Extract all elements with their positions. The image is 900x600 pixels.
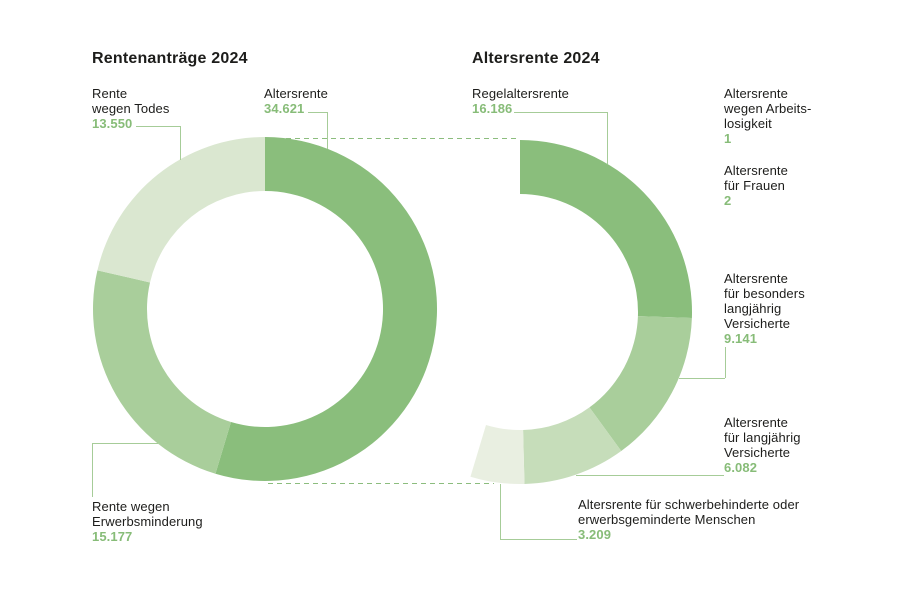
label-text: Rente wegen Erwerbsminderung — [92, 499, 203, 529]
donut-chart-altersrente — [470, 140, 693, 484]
connector-erwerbsminderung-h — [92, 443, 158, 444]
connector-regelaltersrente-v — [607, 112, 608, 164]
label-text: Rente wegen Todes — [92, 86, 170, 116]
label-altersrente-frauen: Altersrente für Frauen 2 — [724, 163, 788, 208]
left-chart-title: Rentenanträge 2024 — [92, 50, 248, 67]
label-altersrente-arbeitslosigkeit: Altersrente wegen Arbeits- losigkeit 1 — [724, 86, 811, 146]
label-value: 16.186 — [472, 101, 513, 116]
donut-segment-erwerbsminderung — [93, 270, 231, 474]
label-text: Altersrente für besonders langjährig Ver… — [724, 271, 805, 331]
label-altersrente: Altersrente 34.621 — [264, 86, 328, 116]
label-value: 15.177 — [92, 529, 133, 544]
label-value: 3.209 — [578, 527, 612, 542]
label-value: 13.550 — [92, 116, 133, 131]
connector-regelaltersrente-h — [514, 112, 607, 113]
connector-besonders-h — [679, 378, 725, 379]
donut-segment-todes — [97, 137, 265, 283]
label-besonders-langjaehrig-versicherte: Altersrente für besonders langjährig Ver… — [724, 271, 805, 346]
donut-segment-langjaehrig — [523, 407, 622, 484]
dashed-guide-line-bottom — [268, 483, 494, 484]
right-chart-title: Altersrente 2024 — [472, 50, 600, 67]
connector-altersrente-v — [327, 112, 328, 149]
donut-segment-schwerbehinderte — [470, 424, 525, 484]
connector-langjaehrig-h — [576, 475, 724, 476]
donut-segment-besonders-langjaehrig — [589, 316, 692, 452]
connector-todes-v — [180, 126, 181, 160]
label-text: Altersrente für schwerbehinderte oder er… — [578, 497, 800, 527]
label-value: 6.082 — [724, 460, 758, 475]
label-text: Regelaltersrente — [472, 86, 569, 101]
label-text: Altersrente für Frauen — [724, 163, 788, 193]
label-value: 34.621 — [264, 101, 305, 116]
label-value: 9.141 — [724, 331, 758, 346]
label-schwerbehinderte: Altersrente für schwerbehinderte oder er… — [578, 497, 799, 542]
connector-schwerbehinderte-v — [500, 484, 501, 539]
connector-besonders-v — [725, 347, 726, 378]
label-text: Altersrente — [264, 86, 328, 101]
dashed-guide-line-top — [268, 138, 516, 139]
label-text: Altersrente wegen Arbeits- losigkeit — [724, 86, 812, 131]
connector-altersrente-h — [308, 112, 327, 113]
donut-chart-rentenantraege — [93, 137, 438, 481]
label-rente-wegen-todes: Rente wegen Todes 13.550 — [92, 86, 169, 131]
label-rente-wegen-erwerbsminderung: Rente wegen Erwerbsminderung 15.177 — [92, 499, 203, 544]
donut-segment-regelaltersrente — [520, 140, 693, 318]
connector-schwerbehinderte-h — [500, 539, 577, 540]
label-value: 2 — [724, 193, 732, 208]
donut-segment-altersrente — [215, 137, 438, 481]
donut-segment-arbeitslosigkeit — [637, 316, 692, 318]
label-regelaltersrente: Regelaltersrente 16.186 — [472, 86, 569, 116]
connector-erwerbsminderung-v — [92, 443, 93, 497]
label-langjaehrig-versicherte: Altersrente für langjährig Versicherte 6… — [724, 415, 801, 475]
label-text: Altersrente für langjährig Versicherte — [724, 415, 801, 460]
donut-segment-frauen — [637, 316, 692, 318]
label-value: 1 — [724, 131, 732, 146]
connector-todes-h — [136, 126, 180, 127]
